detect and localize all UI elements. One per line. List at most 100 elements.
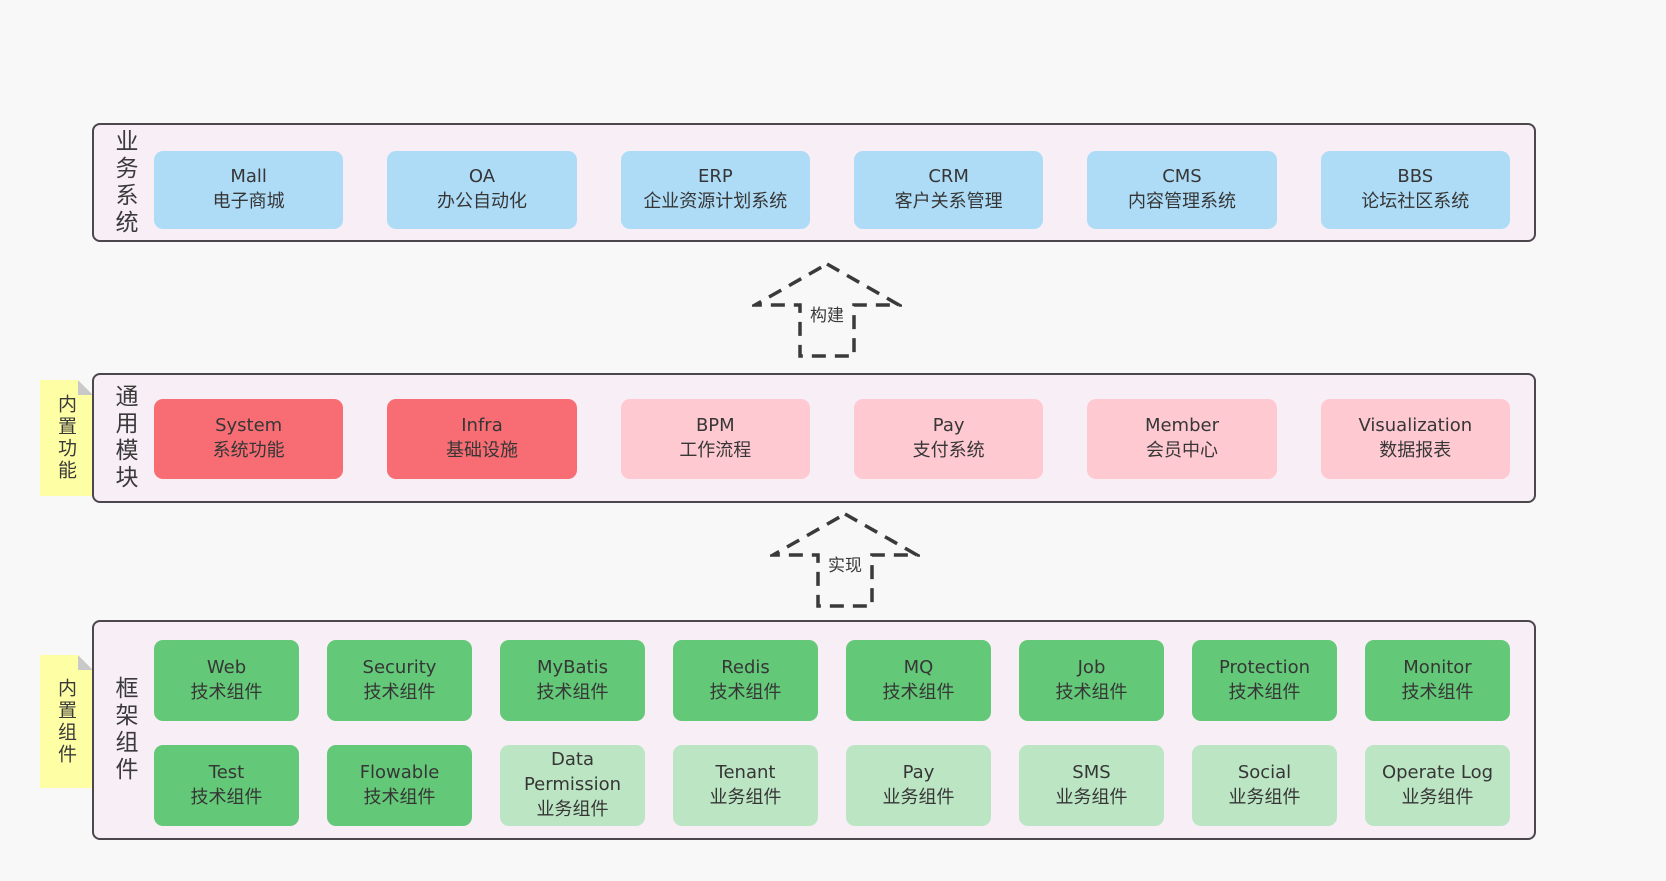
box-subtitle: 电子商城 xyxy=(212,191,285,212)
box-title: MyBatis xyxy=(537,656,608,678)
box-title: Data Permission xyxy=(523,749,622,796)
box-redis: Redis 技术组件 xyxy=(673,640,818,721)
box-subtitle: 技术组件 xyxy=(709,681,782,703)
box-bpm: BPM 工作流程 xyxy=(620,399,810,479)
box-cms: CMS 内容管理系统 xyxy=(1087,151,1277,229)
box-visualization: Visualization 数据报表 xyxy=(1320,399,1510,479)
implement-arrow: 实现 xyxy=(770,512,920,608)
box-title: Social xyxy=(1237,761,1292,783)
box-subtitle: 会员中心 xyxy=(1145,440,1218,461)
box-subtitle: 技术组件 xyxy=(190,681,263,703)
box-subtitle: 技术组件 xyxy=(1055,681,1128,703)
box-subtitle: 工作流程 xyxy=(679,440,752,461)
box-title: System xyxy=(215,415,283,437)
section-label-framework-components: 框架组件 xyxy=(111,676,137,784)
box-subtitle: 技术组件 xyxy=(363,681,436,703)
box-subtitle: 技术组件 xyxy=(1228,681,1301,703)
box-subtitle: 支付系统 xyxy=(912,440,985,461)
business-systems-panel: 业务系统 Mall 电子商城 OA 办公自动化 ERP 企业资源计划系统 CRM… xyxy=(92,123,1536,242)
business-systems-row: Mall 电子商城 OA 办公自动化 ERP 企业资源计划系统 CRM 客户关系… xyxy=(154,151,1510,229)
box-title: BPM xyxy=(695,415,735,437)
framework-components-panel: 框架组件 Web 技术组件 Security 技术组件 MyBatis 技术组件… xyxy=(92,620,1536,840)
box-subtitle: 业务组件 xyxy=(536,798,609,820)
box-mq: MQ 技术组件 xyxy=(846,640,991,721)
box-title: Web xyxy=(206,656,247,678)
box-title: OA xyxy=(468,166,496,188)
box-subtitle: 技术组件 xyxy=(536,681,609,703)
box-subtitle: 业务组件 xyxy=(1401,786,1474,808)
box-subtitle: 系统功能 xyxy=(212,440,285,461)
box-title: Operate Log xyxy=(1381,761,1494,783)
box-title: Pay xyxy=(902,761,935,783)
box-title: Flowable xyxy=(359,761,440,783)
box-mybatis: MyBatis 技术组件 xyxy=(500,640,645,721)
box-erp: ERP 企业资源计划系统 xyxy=(620,151,810,229)
box-infra: Infra 基础设施 xyxy=(387,399,577,479)
build-arrow: 构建 xyxy=(752,262,902,358)
box-subtitle: 业务组件 xyxy=(1228,786,1301,808)
box-title: Member xyxy=(1144,415,1219,437)
box-subtitle: 业务组件 xyxy=(1055,786,1128,808)
box-subtitle: 企业资源计划系统 xyxy=(643,191,788,212)
box-pay-business: Pay 业务组件 xyxy=(846,745,991,826)
box-subtitle: 技术组件 xyxy=(190,786,263,808)
box-system: System 系统功能 xyxy=(154,399,344,479)
box-bbs: BBS 论坛社区系统 xyxy=(1320,151,1510,229)
box-subtitle: 业务组件 xyxy=(709,786,782,808)
box-title: Protection xyxy=(1218,656,1311,678)
common-modules-row: System 系统功能 Infra 基础设施 BPM 工作流程 Pay 支付系统… xyxy=(154,399,1510,479)
box-security: Security 技术组件 xyxy=(327,640,472,721)
section-label-common-modules: 通用模块 xyxy=(111,384,137,492)
box-oa: OA 办公自动化 xyxy=(387,151,577,229)
box-data-permission: Data Permission 业务组件 xyxy=(500,745,645,826)
section-label-business-systems: 业务系统 xyxy=(111,128,137,237)
box-crm: CRM 客户关系管理 xyxy=(853,151,1044,229)
common-modules-panel: 通用模块 System 系统功能 Infra 基础设施 BPM 工作流程 Pay… xyxy=(92,373,1536,503)
box-subtitle: 技术组件 xyxy=(363,786,436,808)
box-title: Redis xyxy=(721,656,770,678)
box-tenant: Tenant 业务组件 xyxy=(673,745,818,826)
box-flowable: Flowable 技术组件 xyxy=(327,745,472,826)
box-title: Pay xyxy=(932,415,965,437)
box-title: Mall xyxy=(230,166,267,188)
box-title: SMS xyxy=(1072,761,1111,783)
box-title: CMS xyxy=(1162,166,1202,188)
box-title: Tenant xyxy=(715,761,776,783)
box-test: Test 技术组件 xyxy=(154,745,299,826)
sticky-note-builtin-features: 内置功能 xyxy=(40,380,93,496)
box-title: Test xyxy=(208,761,245,783)
box-subtitle: 数据报表 xyxy=(1379,440,1452,461)
box-title: Security xyxy=(362,656,437,678)
box-operate-log: Operate Log 业务组件 xyxy=(1365,745,1510,826)
box-member: Member 会员中心 xyxy=(1087,399,1277,479)
box-title: Infra xyxy=(461,415,503,437)
box-title: Job xyxy=(1077,656,1106,678)
box-subtitle: 办公自动化 xyxy=(436,191,527,212)
box-subtitle: 内容管理系统 xyxy=(1127,191,1236,212)
box-title: Visualization xyxy=(1358,415,1473,437)
box-title: BBS xyxy=(1397,166,1434,188)
box-protection: Protection 技术组件 xyxy=(1192,640,1337,721)
framework-components-row-1: Web 技术组件 Security 技术组件 MyBatis 技术组件 Redi… xyxy=(154,640,1510,721)
box-pay: Pay 支付系统 xyxy=(853,399,1044,479)
box-mall: Mall 电子商城 xyxy=(154,151,344,229)
box-subtitle: 论坛社区系统 xyxy=(1361,191,1470,212)
box-subtitle: 技术组件 xyxy=(1401,681,1474,703)
box-social: Social 业务组件 xyxy=(1192,745,1337,826)
sticky-note-label: 内置功能 xyxy=(55,394,77,482)
box-subtitle: 客户关系管理 xyxy=(894,191,1003,212)
box-title: MQ xyxy=(903,656,934,678)
box-monitor: Monitor 技术组件 xyxy=(1365,640,1510,721)
box-title: Monitor xyxy=(1403,656,1472,678)
framework-components-row-2: Test 技术组件 Flowable 技术组件 Data Permission … xyxy=(154,745,1510,826)
box-title: ERP xyxy=(697,166,733,188)
box-sms: SMS 业务组件 xyxy=(1019,745,1164,826)
box-job: Job 技术组件 xyxy=(1019,640,1164,721)
box-subtitle: 业务组件 xyxy=(882,786,955,808)
box-subtitle: 基础设施 xyxy=(445,440,518,461)
arrow-label: 实现 xyxy=(825,550,865,578)
box-title: CRM xyxy=(928,166,969,188)
box-subtitle: 技术组件 xyxy=(882,681,955,703)
box-web: Web 技术组件 xyxy=(154,640,299,721)
sticky-note-builtin-components: 内置组件 xyxy=(40,655,93,788)
